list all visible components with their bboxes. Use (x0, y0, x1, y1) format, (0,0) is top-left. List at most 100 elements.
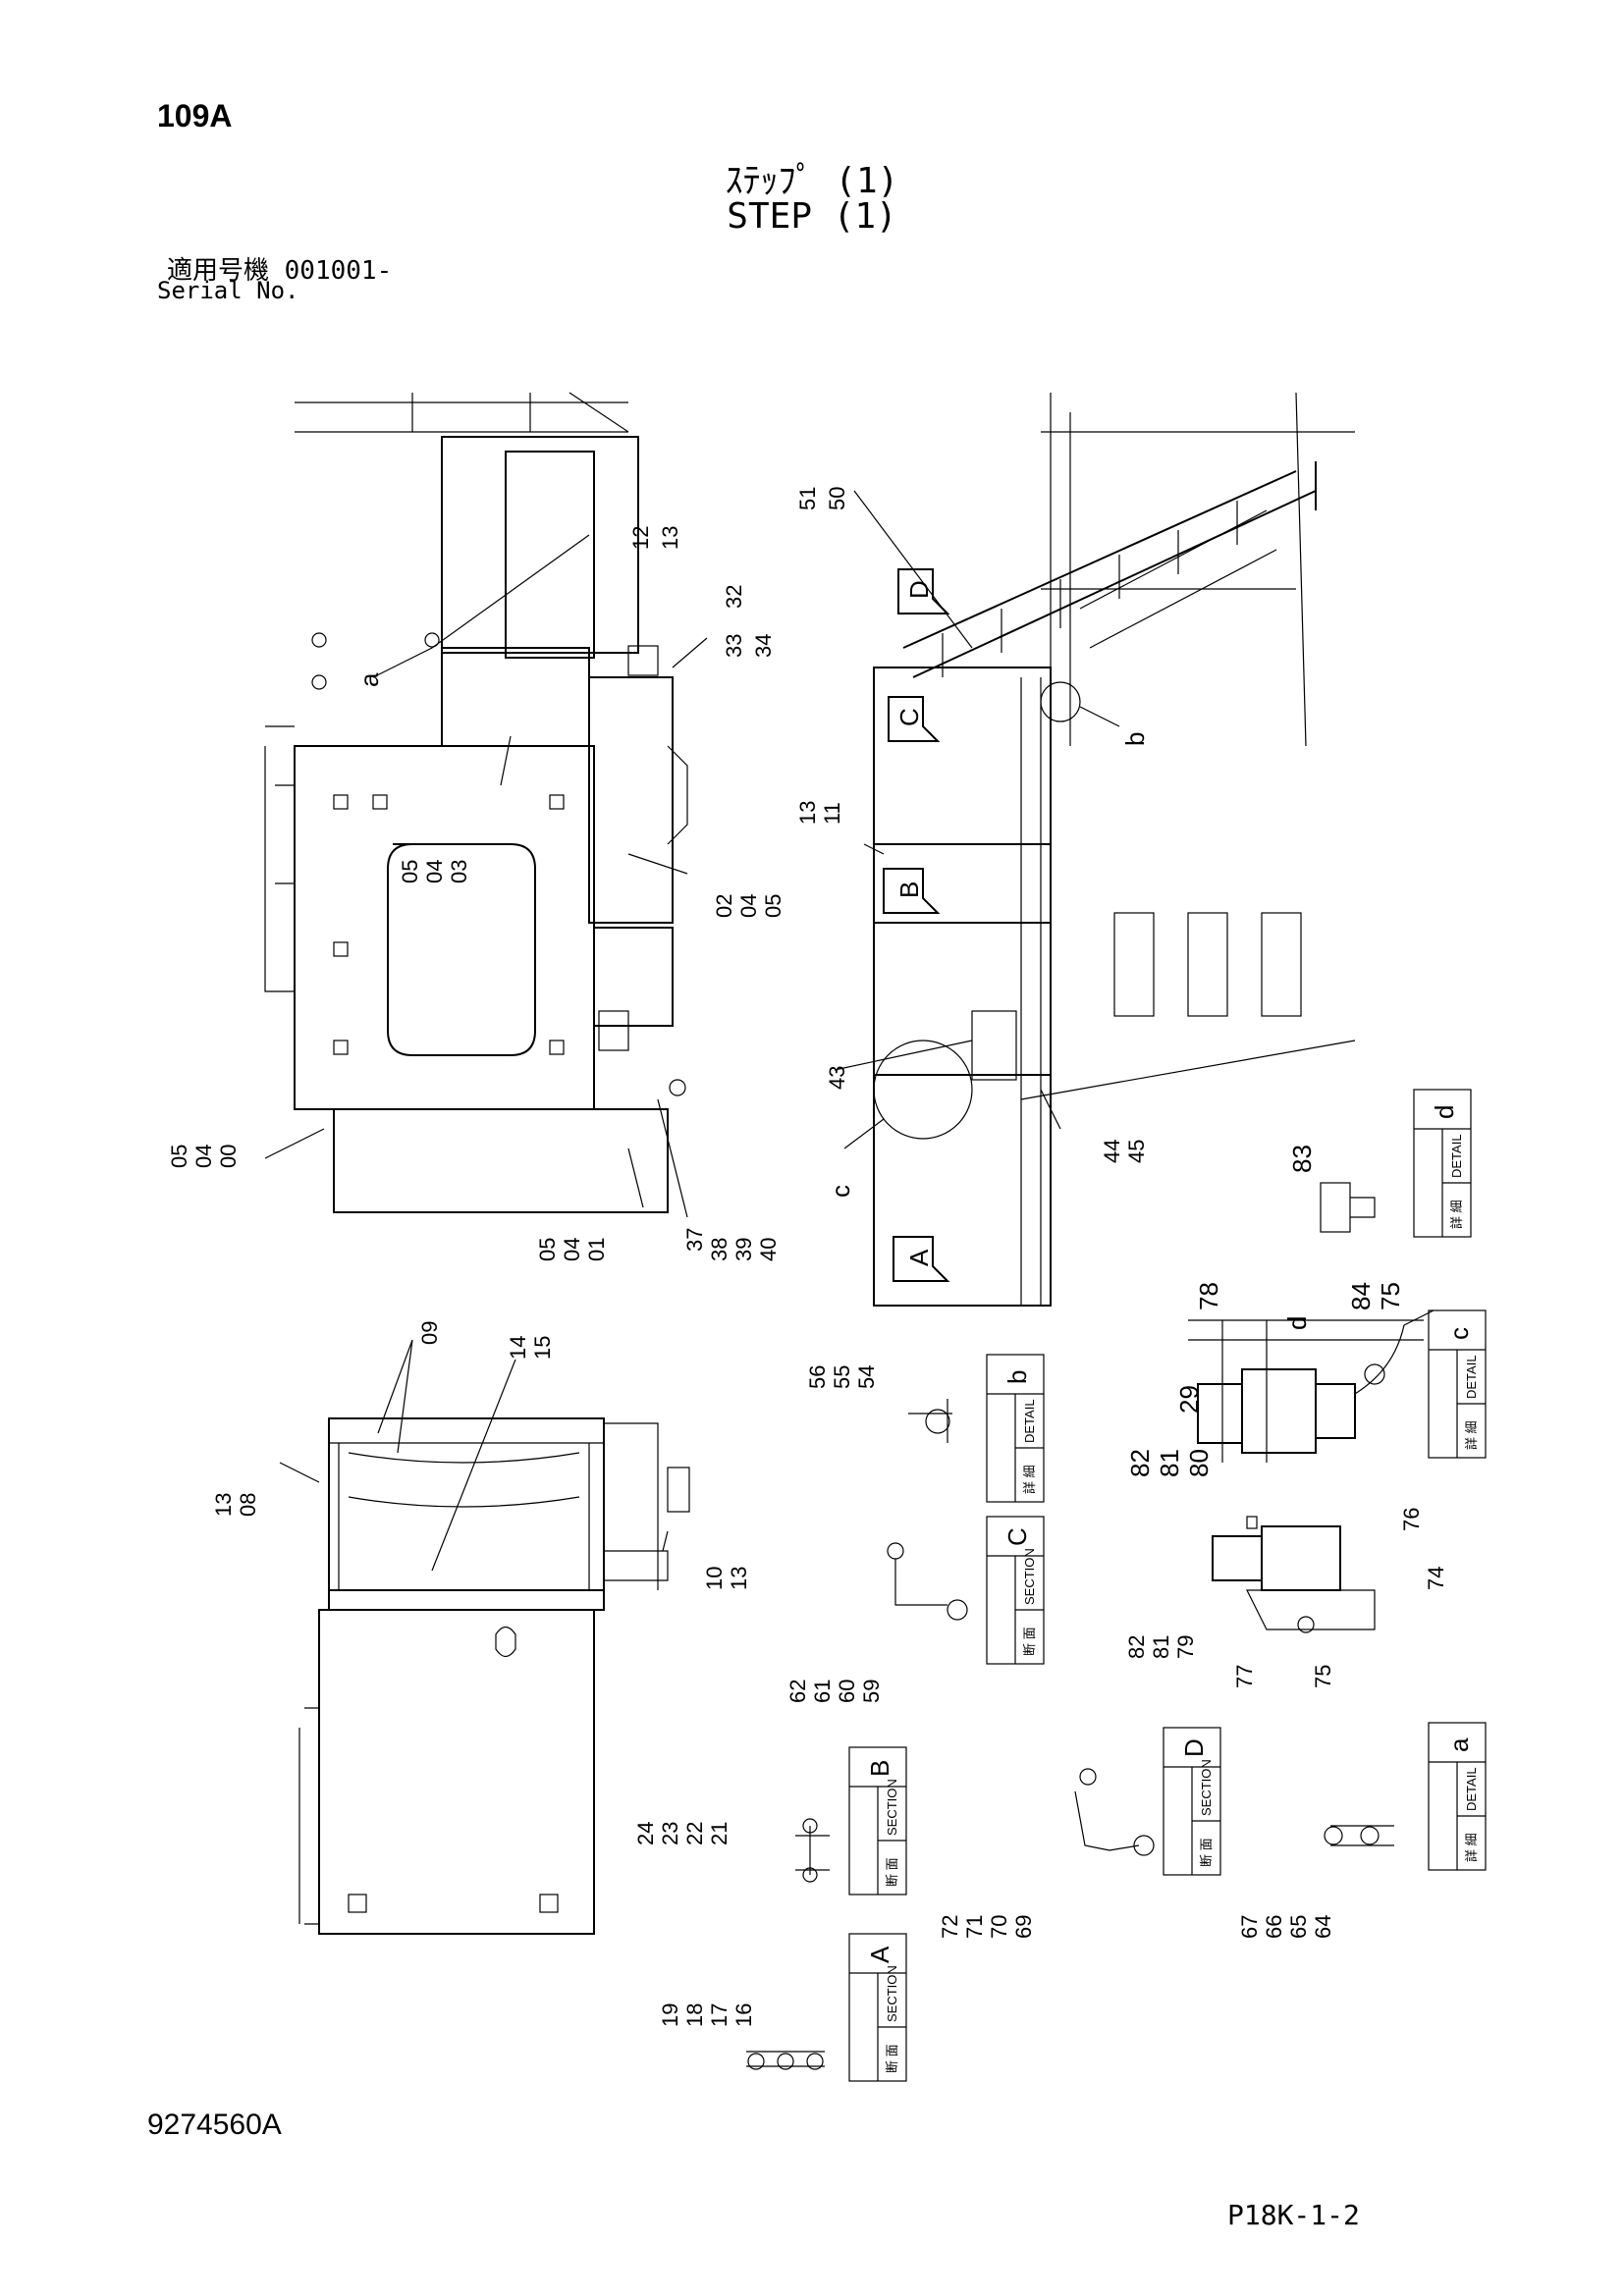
callout-16: 16 (731, 2003, 756, 2027)
callout-11: 11 (820, 802, 844, 825)
svg-text:SECTION: SECTION (885, 1965, 899, 2022)
callout-82-side: 82 (1124, 1635, 1149, 1659)
callout-38: 38 (707, 1238, 731, 1261)
section-a-label-box: 断 面 SECTION A (848, 1933, 907, 2082)
callout-21: 21 (707, 1822, 731, 1845)
callout-69: 69 (1011, 1915, 1036, 1939)
svg-text:A: A (865, 1946, 894, 1963)
callout-50: 50 (825, 487, 849, 510)
callout-10: 10 (702, 1567, 727, 1590)
callout-04-left: 04 (191, 1145, 216, 1168)
callout-66: 66 (1262, 1915, 1286, 1939)
callout-67: 67 (1237, 1915, 1262, 1939)
svg-text:D: D (1179, 1738, 1209, 1757)
svg-text:D: D (904, 580, 934, 599)
detail-b-part (908, 1399, 952, 1443)
svg-text:d: d (1430, 1105, 1459, 1119)
callout-23: 23 (658, 1822, 682, 1845)
callout-54: 54 (854, 1365, 879, 1389)
plan-view-top (264, 392, 688, 1213)
callout-04-right: 04 (736, 894, 761, 918)
callout-04-plan: 04 (422, 860, 447, 883)
callout-12: 12 (628, 526, 653, 550)
callout-75: 75 (1376, 1282, 1405, 1310)
callout-78: 78 (1194, 1282, 1223, 1310)
callout-13-front: 13 (211, 1493, 236, 1517)
callout-74: 74 (1424, 1567, 1448, 1590)
view-marker-d: D (897, 568, 950, 614)
callout-13-frontright: 13 (727, 1567, 751, 1590)
page-code: 109A (157, 98, 233, 133)
callout-33: 33 (722, 634, 746, 658)
serial-label-japanese: 適用号機 001001- (167, 256, 393, 286)
title-japanese: ｽﾃｯﾌﾟ (1) (725, 161, 899, 201)
callout-71: 71 (962, 1915, 987, 1939)
svg-text:DETAIL: DETAIL (1449, 1134, 1464, 1178)
detail-a-part (1324, 1825, 1394, 1846)
section-a-part (746, 2051, 825, 2070)
detail-c-part (1188, 1309, 1435, 1463)
view-marker-a: A (893, 1236, 950, 1282)
callout-05-bottom: 05 (535, 1238, 560, 1261)
section-c-part (887, 1542, 968, 1621)
detail-d-label-box: 詳 細 DETAIL d (1413, 1089, 1472, 1238)
callout-01: 01 (584, 1238, 609, 1261)
callout-00: 00 (216, 1145, 241, 1168)
plan-view-leaders (264, 534, 708, 1218)
callout-75-side: 75 (1311, 1665, 1335, 1688)
callout-84: 84 (1346, 1282, 1376, 1310)
svg-text:断 面: 断 面 (1199, 1838, 1214, 1867)
svg-text:詳 細: 詳 細 (1022, 1465, 1037, 1494)
svg-text:断 面: 断 面 (885, 2044, 899, 2073)
callout-c: c (826, 1185, 855, 1198)
svg-text:C: C (1002, 1527, 1032, 1546)
page-reference: P18K-1-2 (1227, 2199, 1360, 2231)
detail-c-label-box: 詳 細 DETAIL c (1428, 1309, 1487, 1459)
svg-text:B: B (894, 881, 924, 898)
callout-61: 61 (810, 1680, 835, 1703)
callout-51: 51 (795, 487, 820, 510)
callout-22: 22 (682, 1822, 707, 1845)
callout-02: 02 (712, 894, 736, 918)
svg-text:断 面: 断 面 (1022, 1627, 1037, 1656)
pump-side-view (1212, 1516, 1376, 1633)
callout-81-side: 81 (1149, 1635, 1173, 1659)
svg-text:詳 細: 詳 細 (1464, 1833, 1479, 1862)
callout-05-left: 05 (167, 1145, 191, 1168)
callout-37: 37 (682, 1228, 707, 1252)
callout-64: 64 (1311, 1915, 1335, 1939)
callout-80: 80 (1184, 1449, 1214, 1477)
callout-34: 34 (751, 634, 776, 658)
callout-60: 60 (835, 1680, 859, 1703)
serial-label-english: Serial No. (157, 277, 299, 304)
callout-44: 44 (1100, 1140, 1124, 1163)
svg-text:c: c (1444, 1327, 1474, 1340)
svg-text:B: B (865, 1760, 894, 1777)
section-b-label-box: 断 面 SECTION B (848, 1746, 907, 1896)
callout-05-plan: 05 (398, 860, 422, 883)
svg-text:SECTION: SECTION (1199, 1759, 1214, 1816)
callout-45: 45 (1124, 1140, 1149, 1163)
callout-d: d (1282, 1316, 1312, 1330)
callout-55: 55 (830, 1365, 854, 1389)
section-c-label-box: 断 面 SECTION C (986, 1516, 1045, 1665)
callout-76: 76 (1399, 1508, 1424, 1531)
callout-09: 09 (417, 1321, 442, 1345)
callout-17: 17 (707, 2003, 731, 2027)
callout-32: 32 (722, 585, 746, 609)
front-view (298, 1417, 690, 1935)
callout-04-bottom: 04 (560, 1238, 584, 1261)
callout-59: 59 (859, 1680, 884, 1703)
callout-05-right: 05 (761, 894, 785, 918)
svg-text:a: a (1444, 1737, 1474, 1752)
svg-text:DETAIL: DETAIL (1464, 1767, 1479, 1811)
callout-24: 24 (633, 1822, 658, 1845)
svg-text:断 面: 断 面 (885, 1857, 899, 1887)
callout-79: 79 (1173, 1635, 1198, 1659)
svg-text:SECTION: SECTION (885, 1779, 899, 1836)
callout-08: 08 (236, 1493, 260, 1517)
detail-d-part (1320, 1182, 1376, 1233)
section-d-label-box: 断 面 SECTION D (1163, 1727, 1221, 1876)
svg-text:DETAIL: DETAIL (1464, 1355, 1479, 1399)
callout-29: 29 (1174, 1385, 1204, 1414)
